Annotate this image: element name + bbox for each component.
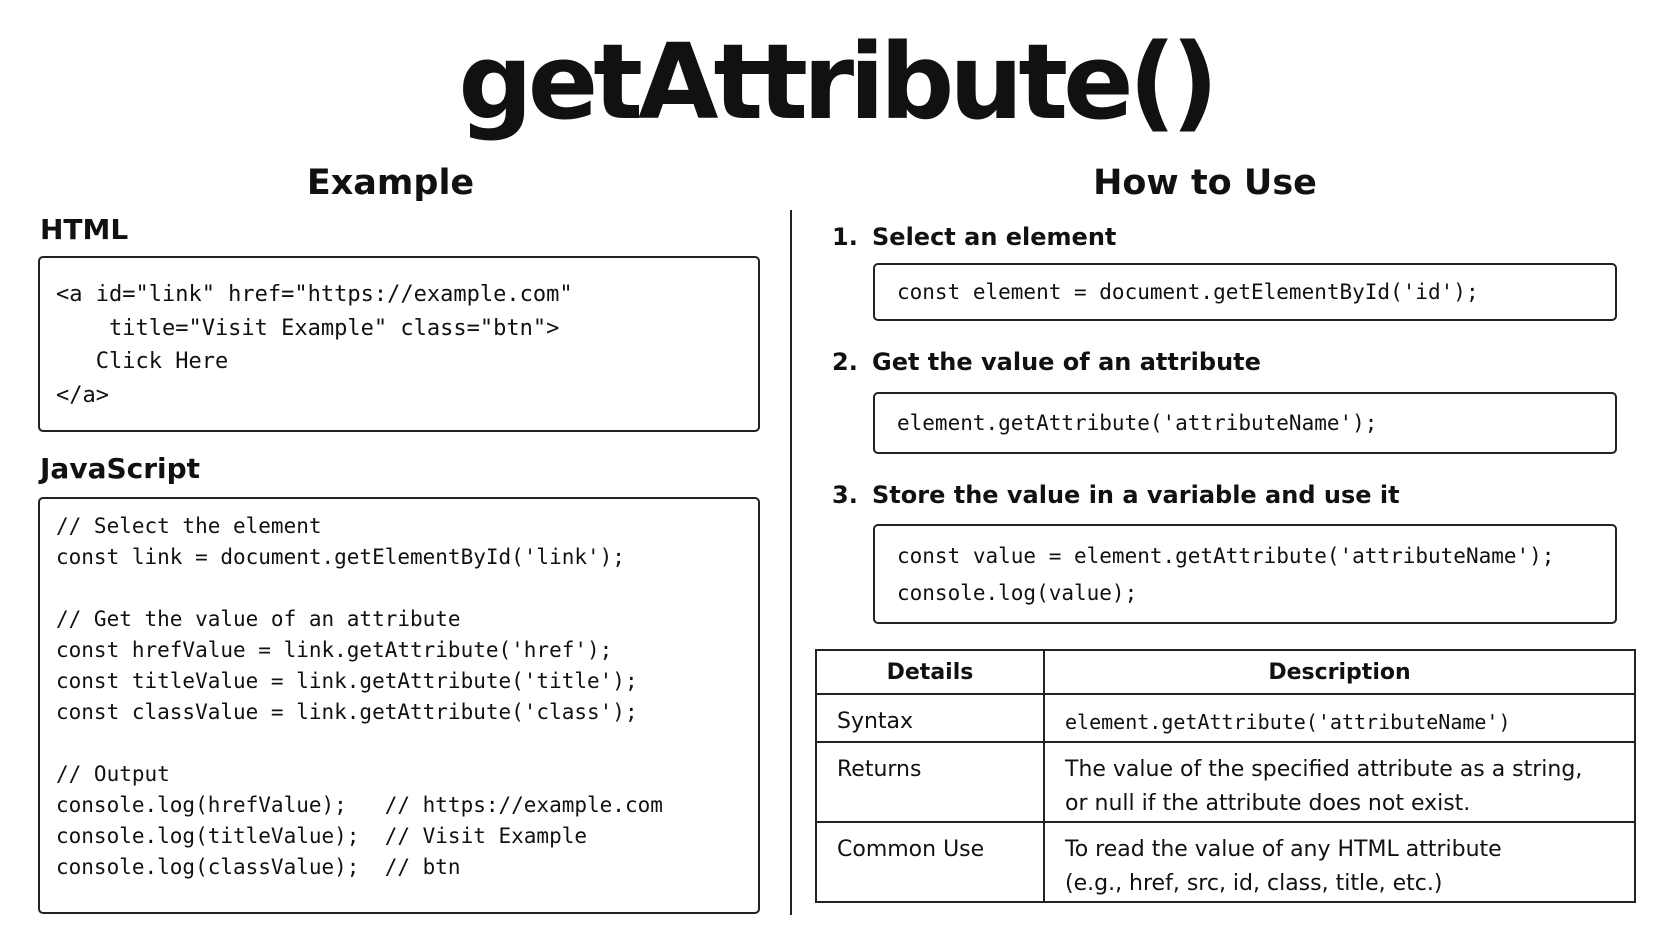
step-2-label: Get the value of an attribute xyxy=(872,348,1261,376)
example-heading: Example xyxy=(306,163,475,203)
returns-description-line: The value of the specified attribute as … xyxy=(1065,757,1583,782)
javascript-code-box: // Select the element const link = docum… xyxy=(38,497,760,914)
step-3-code: const value = element.getAttribute('attr… xyxy=(897,544,1555,605)
step-2-code: element.getAttribute('attributeName'); xyxy=(897,411,1378,435)
table-header-details: Details xyxy=(815,649,1045,695)
table-header-description: Description xyxy=(1043,649,1636,695)
how-to-use-heading: How to Use xyxy=(1093,163,1317,203)
common-use-description-cell: To read the value of any HTML attribute … xyxy=(1043,821,1636,903)
table-row: Returns The value of the specified attri… xyxy=(815,741,1636,823)
common-use-description-line: (e.g., href, src, id, class, title, etc.… xyxy=(1065,871,1443,896)
syntax-detail-cell: Syntax xyxy=(815,693,1045,743)
step-3: 3. Store the value in a variable and use … xyxy=(832,480,1400,510)
step-1-number: 1. xyxy=(832,223,858,251)
step-1: 1. Select an element xyxy=(832,222,1116,252)
step-1-label: Select an element xyxy=(872,223,1117,251)
returns-detail-cell: Returns xyxy=(815,741,1045,823)
step-2: 2. Get the value of an attribute xyxy=(832,347,1261,377)
step-1-code-box: const element = document.getElementById(… xyxy=(873,263,1617,321)
page-title: getAttribute() xyxy=(458,21,1218,143)
step-2-code-box: element.getAttribute('attributeName'); xyxy=(873,392,1617,454)
step-3-number: 3. xyxy=(832,481,858,509)
column-divider xyxy=(790,210,792,915)
common-use-description-line: To read the value of any HTML attribute xyxy=(1065,837,1502,862)
step-3-code-box: const value = element.getAttribute('attr… xyxy=(873,524,1617,624)
common-use-detail-cell: Common Use xyxy=(815,821,1045,903)
html-label: HTML xyxy=(40,213,129,246)
returns-description-line: or null if the attribute does not exist. xyxy=(1065,791,1471,816)
table-row: Common Use To read the value of any HTML… xyxy=(815,821,1636,903)
html-code-box: <a id="link" href="https://example.com" … xyxy=(38,256,760,432)
javascript-code: // Select the element const link = docum… xyxy=(56,514,663,879)
table-header-row: Details Description xyxy=(815,649,1636,695)
javascript-label: JavaScript xyxy=(40,452,201,485)
step-3-label: Store the value in a variable and use it xyxy=(872,481,1400,509)
step-2-number: 2. xyxy=(832,348,858,376)
returns-description-cell: The value of the specified attribute as … xyxy=(1043,741,1636,823)
syntax-description-cell: element.getAttribute('attributeName') xyxy=(1043,693,1636,743)
step-1-code: const element = document.getElementById(… xyxy=(897,280,1479,304)
table-row: Syntax element.getAttribute('attributeNa… xyxy=(815,693,1636,743)
details-table: Details Description Syntax element.getAt… xyxy=(815,649,1636,903)
html-code: <a id="link" href="https://example.com" … xyxy=(56,282,573,408)
